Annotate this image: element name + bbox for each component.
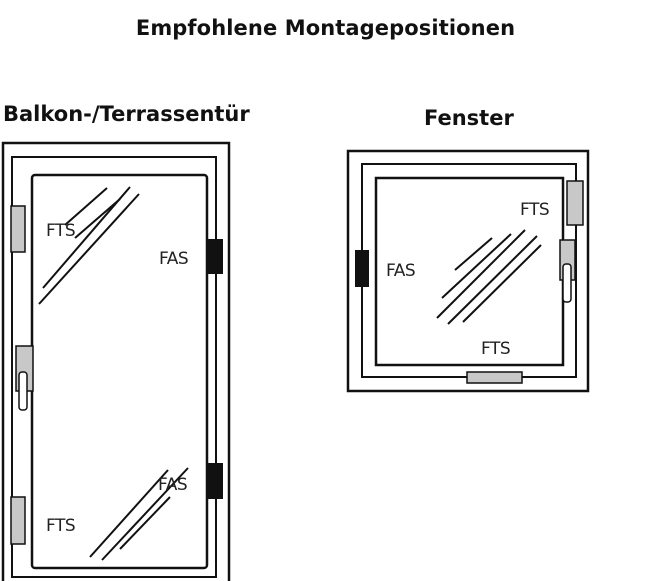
window-fas-sensor-left [355, 250, 369, 287]
door-fts-sensor-top [10, 205, 26, 253]
door-heading: Balkon-/Terrassentür [3, 102, 250, 126]
door-fts-label-top: FTS [46, 221, 75, 241]
door-fas-sensor-top [208, 239, 223, 274]
door-fas-label-top: FAS [159, 249, 188, 269]
door-fas-label-bottom: FAS [158, 475, 187, 495]
window: FTS FAS FTS [346, 149, 590, 393]
door-glass-reflection-bottom [89, 467, 189, 561]
door-fts-label-bottom: FTS [46, 516, 75, 536]
window-glass-reflection [436, 229, 542, 325]
door-outer-frame [1, 141, 231, 581]
window-fts-label-bottom: FTS [481, 339, 510, 359]
door-fts-sensor-bottom [10, 496, 26, 545]
window-fts-sensor-right [566, 180, 584, 226]
door-fas-sensor-bottom [208, 463, 223, 499]
diagram-title: Empfohlene Montagepositionen [135, 16, 516, 40]
window-heading: Fenster [424, 106, 514, 130]
door-glass-reflection-top [38, 186, 140, 305]
door-inner-frame [11, 156, 217, 578]
window-fts-label-top: FTS [520, 200, 549, 220]
window-outer-frame [346, 149, 590, 393]
balcony-door: FTS FAS FAS FTS [1, 141, 231, 581]
window-fts-sensor-bottom [466, 371, 523, 384]
window-handle [559, 239, 576, 303]
door-handle [15, 345, 34, 411]
window-fas-label-left: FAS [386, 261, 415, 281]
